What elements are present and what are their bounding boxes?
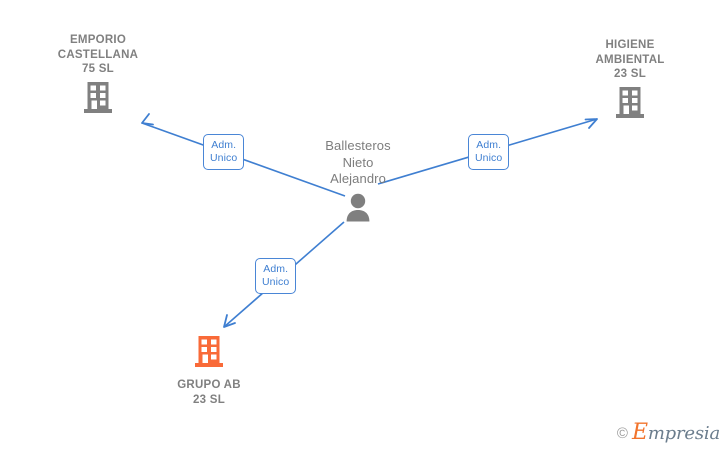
node-label-emporio-castellana: EMPORIO CASTELLANA 75 SL [57, 34, 139, 75]
node-label-person-ballesteros: Ballesteros Nieto Alejandro [325, 138, 391, 186]
node-person-ballesteros[interactable]: Ballesteros Nieto Alejandro [278, 138, 438, 229]
person-icon [342, 192, 374, 229]
arrowhead-higiene [584, 118, 598, 129]
edge-label-grupo-ab[interactable]: Adm. Unico [255, 258, 297, 294]
copyright-icon: © [616, 424, 628, 442]
watermark-empresia: © Empresia [617, 422, 720, 444]
node-grupo-ab[interactable]: GRUPO AB 23 SL [129, 335, 289, 407]
arrowhead-emporio [141, 113, 154, 126]
building-icon [83, 81, 113, 119]
node-emporio-castellana[interactable]: EMPORIO CASTELLANA 75 SL [18, 33, 178, 119]
node-label-higiene-ambiental: HIGIENE AMBIENTAL 23 SL [595, 39, 665, 80]
edge-label-higiene[interactable]: Adm. Unico [468, 134, 510, 170]
brand-initial: E [631, 420, 648, 445]
edge-label-emporio[interactable]: Adm. Unico [203, 134, 245, 170]
building-icon [194, 335, 224, 373]
arrowhead-grupo-ab [223, 314, 236, 328]
brand-rest: mpresia [647, 423, 720, 444]
brand-wordmark: Empresia [632, 422, 720, 444]
node-label-grupo-ab: GRUPO AB 23 SL [177, 379, 241, 406]
node-higiene-ambiental[interactable]: HIGIENE AMBIENTAL 23 SL [550, 38, 710, 124]
building-icon [615, 86, 645, 124]
